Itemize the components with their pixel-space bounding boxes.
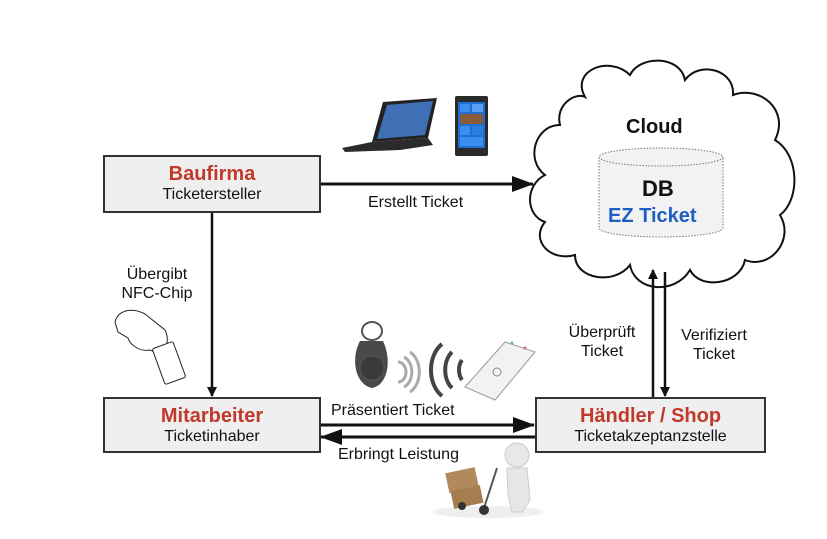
node-baufirma-subtitle: Ticketersteller [162, 186, 262, 203]
database-cylinder [598, 147, 724, 238]
label-ueberprueft-ticket: Überprüft Ticket [560, 323, 644, 361]
node-mitarbeiter: Mitarbeiter Ticketinhaber [103, 397, 321, 453]
label-ueberprueft-line2: Ticket [580, 343, 624, 360]
label-uebergibt-nfc-chip: Übergibt NFC-Chip [112, 265, 202, 303]
laptop-icon [342, 98, 437, 152]
label-uebergibt-line2: NFC-Chip [121, 285, 193, 302]
delivery-person-icon [433, 442, 543, 518]
nfc-reader-icon [464, 341, 536, 401]
node-baufirma-title: Baufirma [168, 163, 256, 185]
smartphone-icon [455, 96, 488, 156]
label-erstellt-ticket: Erstellt Ticket [368, 194, 464, 211]
db-title: DB [642, 176, 674, 201]
db-subtitle: EZ Ticket [608, 205, 697, 227]
node-haendler-subtitle: Ticketakzeptanzstelle [574, 428, 727, 445]
nfc-reader-waves-icon [428, 342, 464, 398]
label-verifiziert-line1: Verifiziert [681, 327, 747, 344]
hand-card-icon [114, 309, 186, 385]
cloud-title: Cloud [626, 116, 683, 138]
label-uebergibt-line1: Übergibt [126, 266, 188, 283]
label-erbringt-leistung: Erbringt Leistung [338, 446, 459, 463]
label-ueberprueft-line1: Überprüft [568, 324, 636, 341]
nfc-keyfob-icon [355, 321, 388, 388]
node-mitarbeiter-subtitle: Ticketinhaber [164, 428, 260, 445]
nfc-waves-icon [397, 350, 421, 394]
label-verifiziert-ticket: Verifiziert Ticket [672, 326, 756, 364]
node-haendler-shop: Händler / Shop Ticketakzeptanzstelle [535, 397, 766, 453]
label-verifiziert-line2: Ticket [692, 346, 736, 363]
node-mitarbeiter-title: Mitarbeiter [160, 405, 264, 427]
node-baufirma: Baufirma Ticketersteller [103, 155, 321, 213]
node-haendler-title: Händler / Shop [579, 405, 722, 427]
label-praesentiert-ticket: Präsentiert Ticket [331, 402, 455, 419]
